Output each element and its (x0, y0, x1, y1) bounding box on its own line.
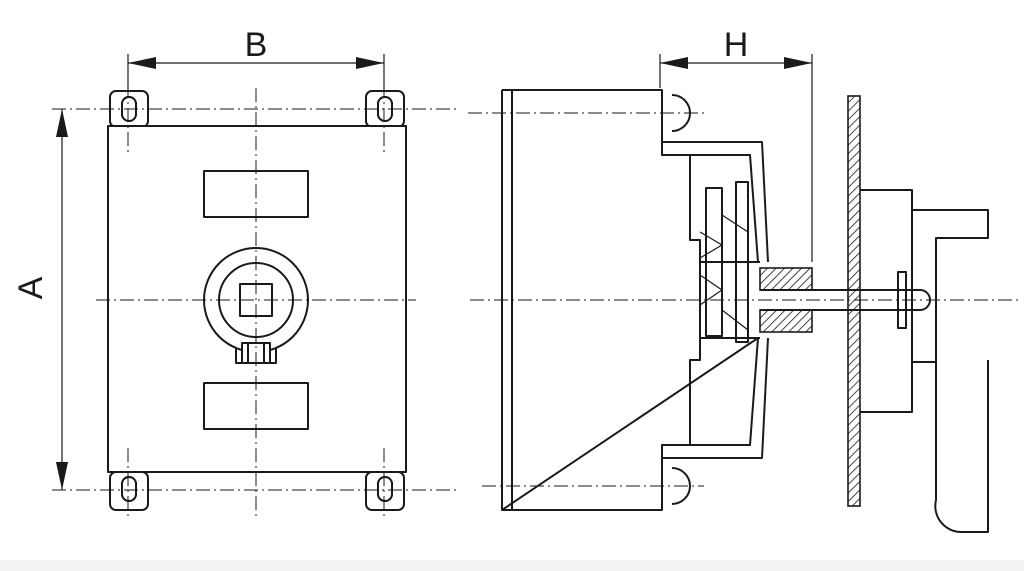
dimension-a: A (12, 109, 68, 490)
side-view (468, 89, 1022, 534)
dimension-label-b: B (245, 26, 268, 64)
screw-head-top (671, 94, 691, 132)
dimension-h: H (659, 26, 813, 262)
front-view (52, 84, 460, 520)
shaft-bushing-upper (759, 267, 813, 291)
dimension-label-a: A (12, 276, 50, 299)
screw-head-bottom (671, 467, 691, 505)
dimension-b: B (127, 26, 385, 92)
panel-door-section (847, 95, 861, 507)
shaft-bushing-lower (759, 309, 813, 333)
drive-shaft (812, 289, 931, 311)
external-handle (860, 189, 989, 534)
dimension-label-h: H (724, 26, 749, 64)
bottom-margin-band (0, 560, 1024, 571)
